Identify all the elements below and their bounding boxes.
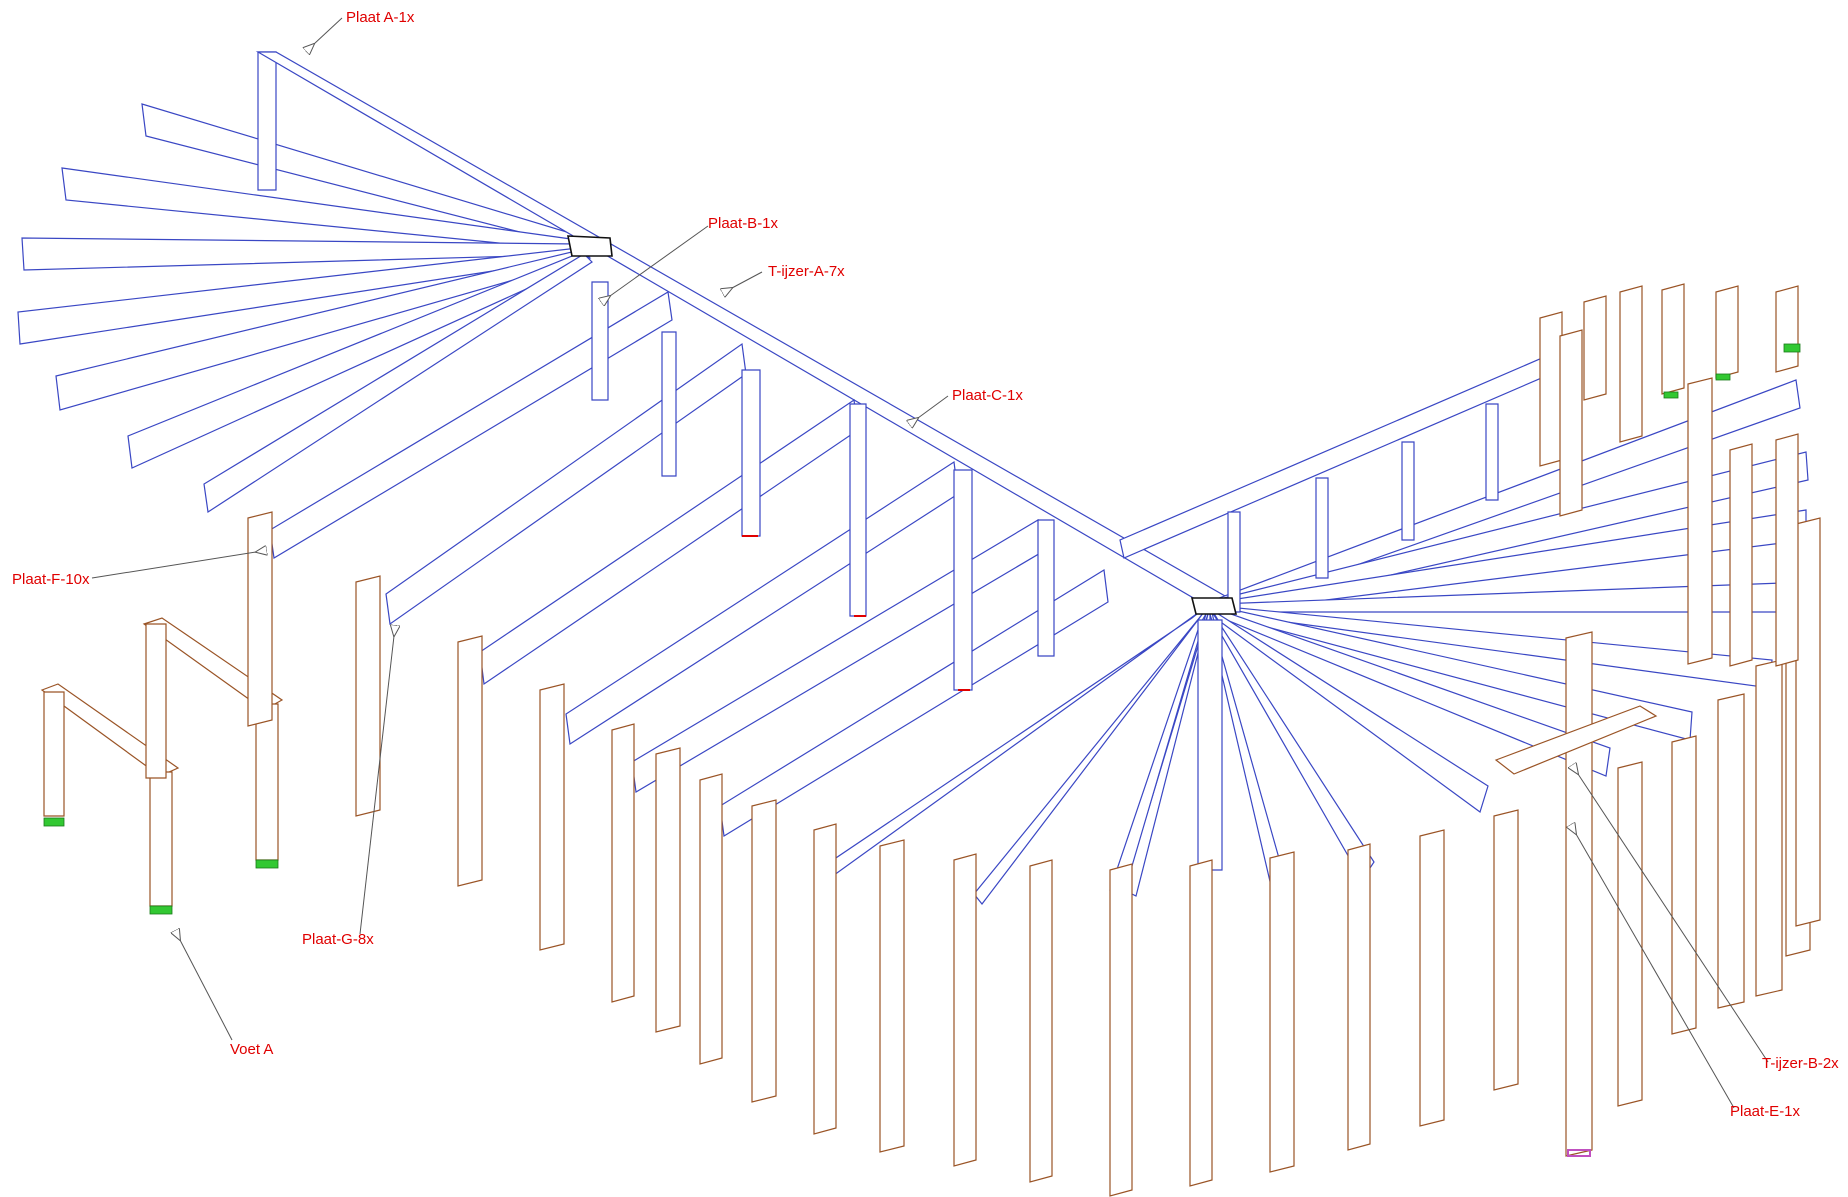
steel-frame bbox=[17, 51, 1811, 905]
connection-plate bbox=[1567, 1149, 1591, 1157]
timber-column bbox=[1419, 829, 1445, 1127]
leader-plaat-e bbox=[1576, 834, 1735, 1109]
timber-column bbox=[1559, 329, 1583, 517]
label-plaat-a: Plaat A-1x bbox=[346, 9, 415, 26]
label-t-ijzer-a: T-ijzer-A-7x bbox=[768, 263, 845, 280]
steel-post bbox=[591, 281, 609, 401]
timber-column bbox=[699, 773, 723, 1065]
timber-column bbox=[1755, 659, 1783, 997]
foot-plate bbox=[1663, 391, 1679, 399]
connection-plates bbox=[742, 535, 1591, 1157]
label-plaat-c: Plaat-C-1x bbox=[952, 387, 1023, 404]
timber-column bbox=[1687, 377, 1713, 665]
timber-column bbox=[1617, 761, 1643, 1107]
timber-column bbox=[1347, 843, 1371, 1151]
ridge-posts bbox=[591, 281, 1055, 691]
timber-column bbox=[813, 823, 837, 1135]
purlin bbox=[385, 342, 747, 626]
rafter bbox=[203, 253, 593, 514]
timber-column bbox=[1539, 311, 1563, 467]
timber-column bbox=[879, 839, 905, 1153]
leader-plaat-b bbox=[610, 225, 709, 296]
foot-plate bbox=[149, 905, 173, 915]
timber-column bbox=[953, 853, 977, 1167]
steel-post bbox=[1227, 511, 1241, 613]
timber-column bbox=[1717, 693, 1745, 1009]
left-rafter-fan bbox=[17, 103, 593, 514]
timber-column bbox=[355, 575, 381, 817]
back-column-row bbox=[1539, 283, 1799, 667]
purlin bbox=[719, 569, 1109, 837]
label-plaat-f: Plaat-F-10x bbox=[12, 571, 90, 588]
steel-post bbox=[953, 469, 973, 691]
label-plaat-g: Plaat-G-8x bbox=[302, 931, 374, 948]
timber-column bbox=[247, 511, 273, 727]
steel-post bbox=[741, 369, 761, 537]
hub-left bbox=[567, 235, 613, 257]
leader-t-ijzer-a bbox=[732, 271, 763, 288]
steel-post bbox=[1037, 519, 1055, 657]
leader-voet-a bbox=[180, 940, 233, 1041]
portal-leg bbox=[43, 691, 65, 817]
hub-right bbox=[1190, 597, 1238, 615]
leader-t-ijzer-b bbox=[1578, 774, 1769, 1063]
purlin bbox=[269, 291, 673, 559]
timber-column bbox=[1729, 443, 1753, 667]
timber-column bbox=[1661, 283, 1685, 395]
portal-leg bbox=[145, 623, 167, 779]
rafter bbox=[55, 249, 592, 411]
timber-column bbox=[1565, 631, 1593, 1157]
leader-plaat-g bbox=[359, 636, 394, 935]
label-plaat-e: Plaat-E-1x bbox=[1730, 1103, 1801, 1120]
timber-column bbox=[1775, 285, 1799, 373]
portal-leg bbox=[255, 703, 279, 861]
callout-labels: Plaat A-1x Plaat-B-1x T-ijzer-A-7x Plaat… bbox=[12, 9, 1839, 1120]
timber-block bbox=[1494, 705, 1658, 775]
timber-column bbox=[1775, 433, 1799, 667]
timber-column bbox=[1619, 285, 1643, 443]
foot-plate bbox=[1715, 373, 1731, 381]
upper-right-posts bbox=[1227, 403, 1499, 613]
timber-column bbox=[1671, 735, 1697, 1035]
steel-post bbox=[1401, 441, 1415, 541]
rafter bbox=[1109, 613, 1207, 902]
foot-plate bbox=[43, 817, 65, 827]
timber-column bbox=[1583, 295, 1607, 401]
rafter bbox=[1211, 609, 1489, 813]
timber-column bbox=[1715, 285, 1739, 379]
central-steel-post bbox=[1197, 619, 1223, 871]
leader-plaat-f bbox=[91, 552, 256, 579]
timber-column bbox=[655, 747, 681, 1033]
leader-plaat-c bbox=[918, 395, 949, 418]
foot-plate bbox=[1783, 343, 1801, 353]
steel-post bbox=[1315, 477, 1329, 579]
timber-column bbox=[1189, 859, 1213, 1187]
rafter bbox=[1211, 611, 1375, 882]
portal-frame-small bbox=[40, 683, 180, 907]
timber-column bbox=[751, 799, 777, 1103]
label-voet-a: Voet A bbox=[230, 1041, 273, 1058]
timber-column bbox=[1795, 517, 1821, 927]
label-t-ijzer-b: T-ijzer-B-2x bbox=[1762, 1055, 1839, 1072]
timber-column bbox=[1109, 863, 1133, 1197]
timber-column bbox=[539, 683, 565, 951]
portal-beam bbox=[40, 683, 180, 777]
steel-post bbox=[849, 403, 867, 617]
foot-plate bbox=[255, 859, 279, 869]
label-plaat-b: Plaat-B-1x bbox=[708, 215, 779, 232]
portal-leg bbox=[149, 771, 173, 907]
leader-plaat-a bbox=[314, 17, 343, 44]
steel-post bbox=[661, 331, 677, 477]
timber-column bbox=[1493, 809, 1519, 1091]
right-rafter-fan bbox=[823, 379, 1811, 905]
steel-post bbox=[257, 51, 277, 191]
timber-column bbox=[611, 723, 635, 1003]
timber-column bbox=[1269, 851, 1295, 1173]
leader-lines bbox=[91, 17, 1769, 1109]
timber-column bbox=[457, 635, 483, 887]
steel-post bbox=[1485, 403, 1499, 501]
foot-plates bbox=[43, 343, 1801, 915]
timber-column bbox=[1029, 859, 1053, 1183]
